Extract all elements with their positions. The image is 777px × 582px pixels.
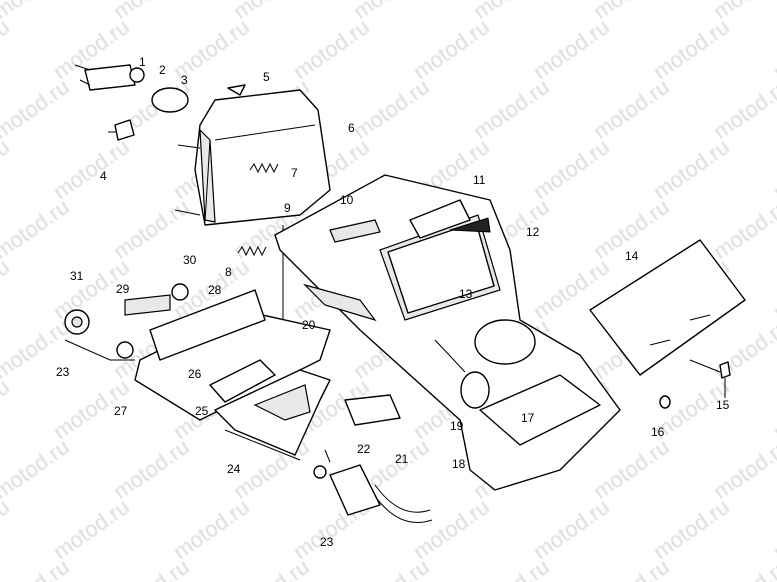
callout-24: 24 xyxy=(227,462,241,476)
callout-31: 31 xyxy=(70,269,84,283)
callout-25: 25 xyxy=(195,404,209,418)
fastener-15 xyxy=(719,361,731,398)
callout-9: 9 xyxy=(284,201,291,215)
callout-13: 13 xyxy=(459,287,473,301)
callout-2: 2 xyxy=(159,63,166,77)
callout-11: 11 xyxy=(473,173,486,187)
callout-4: 4 xyxy=(100,169,107,183)
switch-panel xyxy=(134,289,401,461)
callout-6: 6 xyxy=(348,121,355,135)
callout-30: 30 xyxy=(183,253,197,267)
keyswitch xyxy=(64,283,189,361)
callout-8: 8 xyxy=(225,265,232,279)
callout-3: 3 xyxy=(181,73,188,87)
callout-19: 19 xyxy=(450,419,464,433)
callout-21: 21 xyxy=(395,452,409,466)
callout-17: 17 xyxy=(521,411,535,425)
callout-18: 18 xyxy=(452,457,466,471)
callout-23-left: 23 xyxy=(56,365,70,379)
callout-12: 12 xyxy=(526,225,540,239)
callout-5: 5 xyxy=(263,70,270,84)
connector-plug xyxy=(313,449,433,523)
bulb-and-socket xyxy=(74,64,246,141)
callout-20: 20 xyxy=(302,318,316,332)
callout-23-bottom: 23 xyxy=(320,535,334,549)
callout-10: 10 xyxy=(340,193,354,207)
callout-16: 16 xyxy=(651,425,665,439)
callout-14: 14 xyxy=(625,249,639,263)
hood-console xyxy=(274,174,621,491)
cover-plate xyxy=(589,239,746,409)
callout-28: 28 xyxy=(208,283,222,297)
callout-27: 27 xyxy=(114,404,128,418)
callout-7: 7 xyxy=(291,166,298,180)
callout-22: 22 xyxy=(357,442,371,456)
callout-26: 26 xyxy=(188,367,202,381)
headlight-housing xyxy=(174,89,331,226)
callout-labels: 1 2 3 4 5 6 7 8 9 10 11 12 13 14 15 16 1… xyxy=(56,55,730,549)
callout-15: 15 xyxy=(716,398,730,412)
callout-29: 29 xyxy=(116,282,130,296)
callout-1: 1 xyxy=(139,55,146,69)
